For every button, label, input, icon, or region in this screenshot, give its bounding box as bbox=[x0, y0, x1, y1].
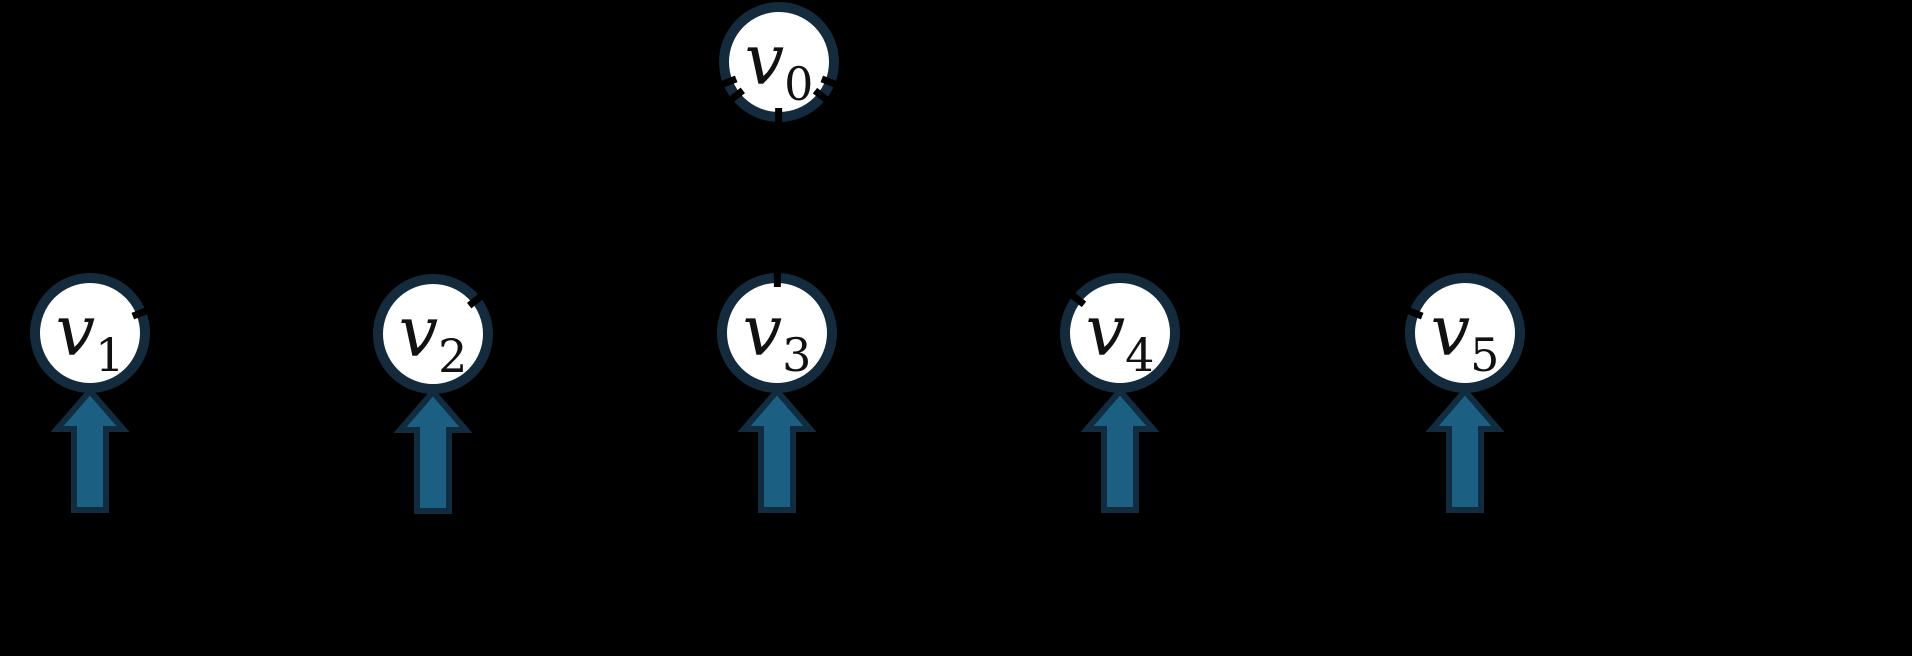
input-arrow-v5 bbox=[1425, 386, 1505, 513]
node-label-v1: v1 bbox=[56, 290, 125, 382]
input-arrow-v3 bbox=[737, 386, 817, 513]
node-label-v0: v0 bbox=[745, 19, 814, 111]
edge-v0-v2 bbox=[467, 87, 745, 309]
input-arrow-v1 bbox=[50, 386, 130, 513]
node-label-v2: v2 bbox=[399, 291, 468, 383]
input-arrow-v4 bbox=[1080, 386, 1160, 513]
input-arrow-v2 bbox=[393, 387, 473, 514]
edge-v0-v3 bbox=[773, 107, 783, 288]
node-label-v3: v3 bbox=[743, 290, 812, 382]
edge-v0-v1 bbox=[131, 75, 738, 320]
node-label-v5: v5 bbox=[1431, 290, 1500, 382]
edge-v0-v5 bbox=[820, 75, 1424, 320]
edge-v0-v4 bbox=[812, 87, 1087, 308]
node-label-v4: v4 bbox=[1086, 290, 1155, 382]
